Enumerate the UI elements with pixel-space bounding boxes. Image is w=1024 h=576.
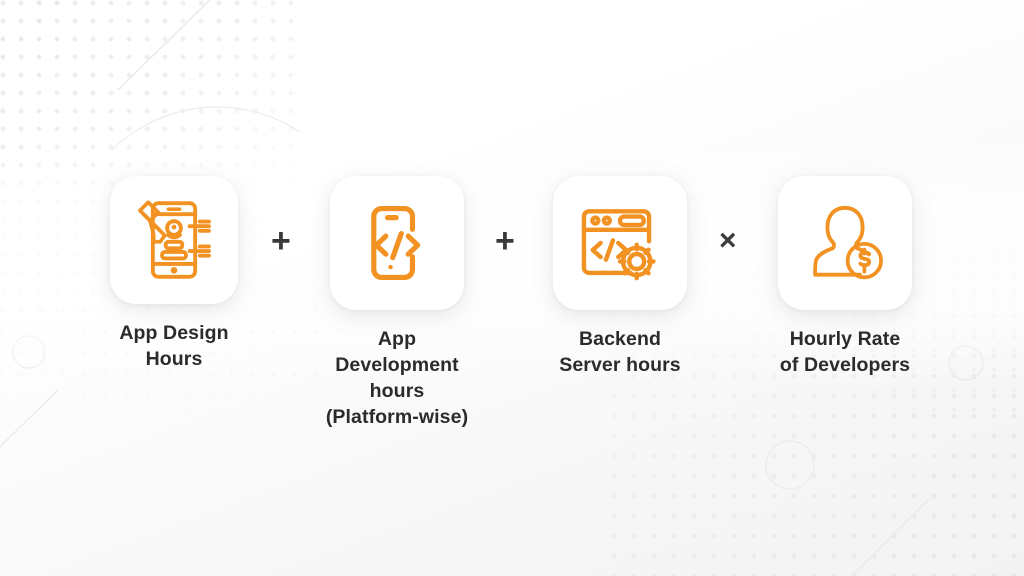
formula-item-label: App Design Hours bbox=[119, 322, 229, 370]
formula-item-app-development-hours: App Development hours (Platform-wise) bbox=[277, 176, 517, 431]
operator-multiply: × bbox=[719, 224, 737, 257]
formula-item-app-design-hours: App Design Hours bbox=[54, 176, 294, 373]
icon-card-backend-server-hours[interactable] bbox=[553, 176, 687, 310]
formula-item-backend-server-hours: Backend Server hours bbox=[500, 176, 740, 379]
formula-item-label: Backend Server hours bbox=[559, 328, 681, 376]
operator-plus-1: + bbox=[271, 222, 291, 260]
icon-card-hourly-rate-of-developers[interactable] bbox=[778, 176, 912, 310]
formula-item-label: App Development hours (Platform-wise) bbox=[325, 328, 469, 428]
browser-code-gear-icon bbox=[581, 209, 656, 281]
icon-card-app-development-hours[interactable] bbox=[330, 176, 464, 310]
operator-plus-2: + bbox=[495, 222, 515, 260]
user-dollar-icon bbox=[813, 205, 883, 280]
formula-item-label: Hourly Rate of Developers bbox=[779, 328, 911, 376]
mobile-design-pen-icon bbox=[138, 200, 211, 279]
mobile-code-icon bbox=[371, 206, 421, 280]
formula-item-hourly-rate-of-developers: Hourly Rate of Developers bbox=[725, 176, 965, 379]
icon-card-app-design-hours[interactable] bbox=[110, 176, 238, 304]
